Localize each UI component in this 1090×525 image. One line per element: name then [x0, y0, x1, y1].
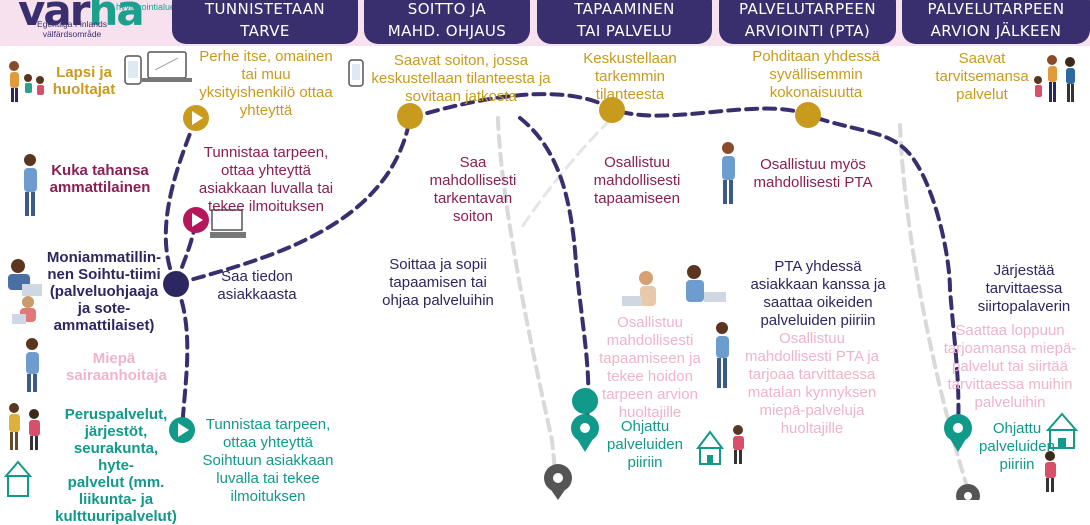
- actor-children-guardians: Lapsi ja huoltajat: [52, 64, 116, 98]
- note-basic-identifies: Tunnistaa tarpeen, ottaa yhteyttä Soihtu…: [202, 416, 334, 505]
- team-node: [163, 271, 189, 297]
- location-pin-icon: [571, 388, 599, 452]
- play-icon: [192, 213, 203, 227]
- worker-at-laptop-icon: [686, 265, 726, 302]
- logo-subtitle: Egentliga Finlands välfärdsområde: [37, 19, 107, 39]
- call-node: [397, 103, 423, 129]
- actor-miepa-nurse: Miepä sairaanhoitaja: [66, 350, 167, 384]
- professional-icon: [24, 154, 37, 216]
- stage-after-assessment: PALVELUTARPEEN ARVION JÄLKEEN: [902, 0, 1090, 44]
- note-pro-identifies: Tunnistaa tarpeen, ottaa yhteyttä asiakk…: [198, 144, 334, 215]
- logo-tagline: hyvinvointialue: [116, 2, 176, 12]
- note-team-gets-info: Saa tiedon asiakkaasta: [217, 268, 297, 303]
- laptop-icon: [142, 51, 192, 82]
- note-team-calls: Soittaa ja sopii tapaamisen tai ohjaa pa…: [382, 256, 494, 309]
- worker-at-laptop-icon: [622, 271, 656, 306]
- grey-path-meeting: [496, 116, 558, 482]
- note-receive-clarifying-call: Saa mahdollisesti tarkentavan soiton: [429, 154, 517, 225]
- nurse-icon: [716, 322, 729, 388]
- path-team-to-call: [174, 116, 412, 286]
- note-receive-call: Saavat soiton, jossa keskustellaan tilan…: [371, 52, 551, 105]
- note-team-pta: PTA yhdessä asiakkaan kanssa ja saattaa …: [750, 258, 886, 329]
- path-call-to-meeting: [518, 116, 591, 432]
- path-call-forward: [408, 92, 961, 432]
- actor-any-professional: Kuka tahansa ammattilainen: [49, 162, 151, 196]
- play-icon: [178, 423, 189, 437]
- location-pin-icon: [956, 484, 980, 500]
- meeting-node: [599, 97, 625, 123]
- note-nurse-meeting: Osallistuu mahdollisesti tapaamiseen ja …: [599, 314, 701, 421]
- grey-path-after: [898, 123, 970, 492]
- church-icon: [696, 430, 724, 465]
- note-nurse-pta: Osallistuu mahdollisesti PTA ja tarjoaa …: [745, 330, 879, 437]
- stage-assessment: PALVELUTARPEEN ARVIOINTI (PTA): [719, 0, 896, 44]
- actor-basic-services: Peruspalvelut,järjestöt,seurakunta, hyte…: [55, 406, 177, 525]
- pathway-diagram: [3, 51, 1079, 500]
- note-family-contacts: Perhe itse, omainen tai muu yksityishenk…: [199, 48, 333, 119]
- stage-call-guidance: SOITTO JA MAHD. OHJAUS: [364, 0, 530, 44]
- stage-meeting: TAPAAMINEN TAI PALVELU: [537, 0, 712, 44]
- note-discuss-further: Keskustellaan tarkemmin tilanteesta: [583, 50, 677, 103]
- path-team-to-basic: [174, 282, 190, 432]
- varha-logo: varha hyvinvointialue Egentliga Finlands…: [18, 0, 176, 39]
- team-worker-icon: [8, 259, 42, 324]
- location-pin-icon: [544, 464, 572, 500]
- phone-icon: [124, 55, 142, 85]
- church-icon: [3, 460, 33, 497]
- note-receive-services: Saavat tarvitsemansa palvelut: [935, 50, 1029, 103]
- people-activity-icon: [1045, 451, 1056, 492]
- computer-icon: [210, 209, 246, 238]
- phone-icon: [348, 59, 364, 87]
- play-icon: [192, 111, 203, 125]
- people-activity-icon: [733, 425, 744, 464]
- note-team-transfer-meeting: Järjestää tarvittaessa siirtopalaverin: [977, 262, 1071, 315]
- note-pro-joins-meeting: Osallistuu mahdollisesti tapaamiseen: [593, 154, 681, 207]
- path-family-to-team: [163, 116, 198, 286]
- church-icon: [1045, 412, 1079, 449]
- family-icon: [1034, 55, 1075, 102]
- note-guided-services-2: Ohjattu palveluiden piiriin: [979, 420, 1055, 473]
- assessment-node: [795, 102, 821, 128]
- stage-identify-need: TUNNISTETAAN TARVE: [172, 0, 358, 44]
- note-guided-services-1: Ohjattu palveluiden piiriin: [607, 418, 683, 471]
- actor-soihtu-team: Moniammatillin-nen Soihtu-tiimi(palveluo…: [46, 249, 162, 334]
- grey-path-soft: [518, 118, 612, 232]
- people-activity-icon: [9, 403, 40, 450]
- family-icon: [9, 61, 44, 102]
- note-nurse-finishes: Saattaa loppuun tarjoamansa miepä-palvel…: [943, 322, 1077, 411]
- note-think-together: Pohditaan yhdessä syvällisemmin kokonais…: [752, 48, 880, 101]
- professional-icon: [722, 142, 735, 204]
- nurse-icon: [26, 338, 39, 392]
- note-pro-joins-pta: Osallistuu myös mahdollisesti PTA: [753, 156, 873, 191]
- location-pin-icon: [944, 414, 972, 452]
